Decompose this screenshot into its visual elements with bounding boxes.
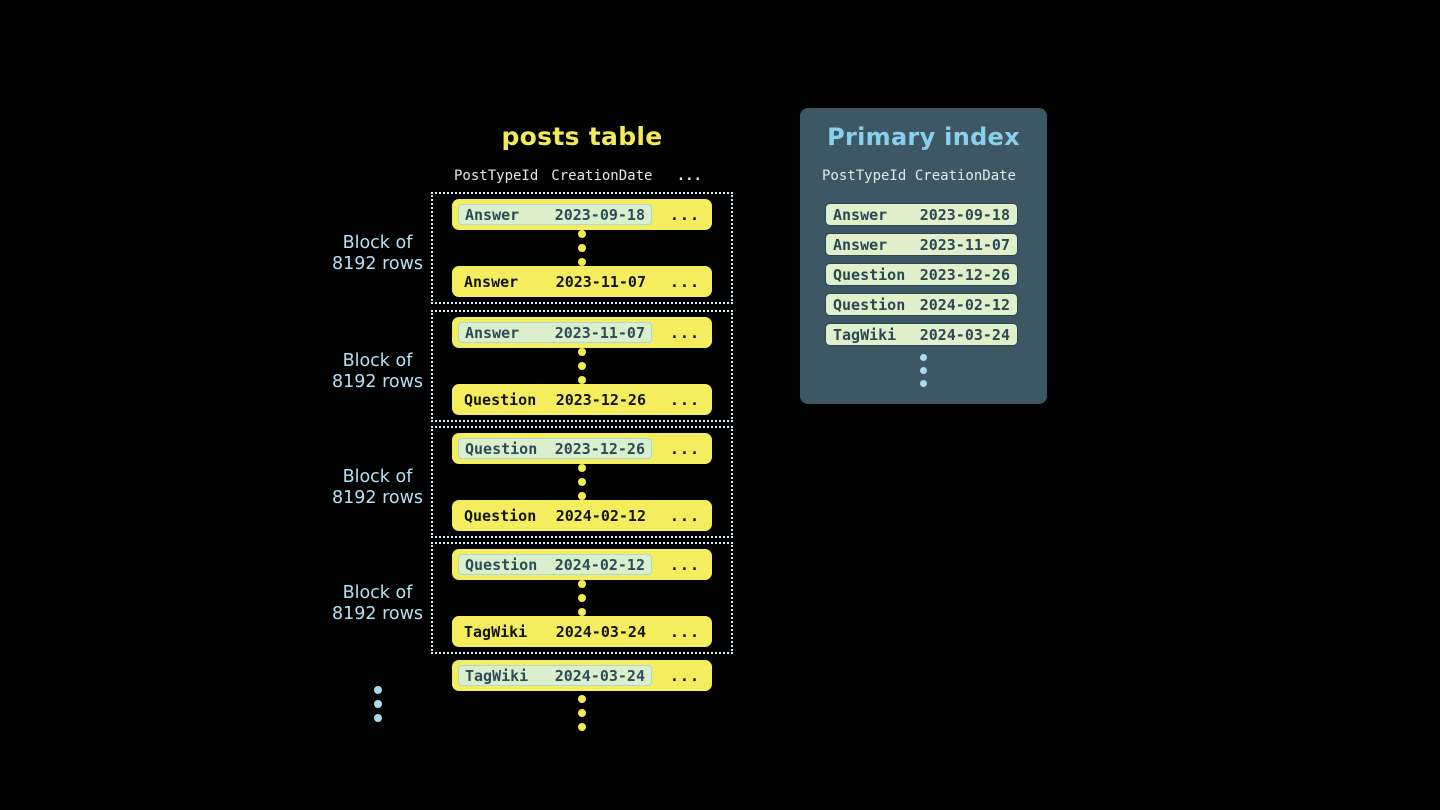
block-label-line1: Block of bbox=[342, 467, 413, 487]
row-posttype: TagWiki bbox=[833, 325, 897, 344]
block-label-line1: Block of bbox=[342, 583, 413, 603]
row-more-ellipsis: ... bbox=[669, 439, 700, 458]
index-row: Answer 2023-09-18 bbox=[825, 203, 1018, 226]
primary-index-panel: Primary index PostTypeId CreationDate An… bbox=[800, 108, 1047, 404]
rows-continuation-dots bbox=[578, 230, 586, 266]
row-more-ellipsis: ... bbox=[669, 622, 700, 641]
row-posttype: Answer bbox=[465, 323, 520, 342]
primary-index-title: Primary index bbox=[827, 123, 1020, 151]
row-more-ellipsis: ... bbox=[669, 323, 700, 342]
row-values-highlighted: Answer 2023-09-18 bbox=[458, 204, 652, 225]
table-row: Answer 2023-11-07 ... bbox=[452, 266, 712, 297]
row-values: Question 2024-02-12 bbox=[458, 505, 652, 526]
row-posttype: Answer bbox=[464, 272, 519, 291]
row-date: 2024-02-12 bbox=[555, 506, 646, 525]
table-continuation-dots bbox=[431, 695, 733, 731]
row-date: 2023-12-26 bbox=[919, 265, 1010, 284]
posts-table-title: posts table bbox=[501, 122, 663, 151]
table-row-tail: TagWiki 2024-03-24 ... bbox=[452, 660, 712, 691]
row-posttype: Answer bbox=[833, 205, 888, 224]
table-row: Answer 2023-11-07 ... bbox=[452, 317, 712, 348]
rows-continuation-dots bbox=[578, 580, 586, 616]
row-date: 2023-12-26 bbox=[555, 390, 646, 409]
row-more-ellipsis: ... bbox=[669, 272, 700, 291]
row-date: 2023-09-18 bbox=[554, 205, 645, 224]
row-posttype: Question bbox=[465, 439, 538, 458]
block-label-4: Block of 8192 rows bbox=[305, 583, 450, 625]
block-label-3: Block of 8192 rows bbox=[305, 467, 450, 509]
row-date: 2023-11-07 bbox=[555, 272, 646, 291]
index-row: Answer 2023-11-07 bbox=[825, 233, 1018, 256]
block-label-line1: Block of bbox=[342, 351, 413, 371]
row-posttype: Question bbox=[464, 506, 537, 525]
block-label-line2: 8192 rows bbox=[331, 372, 424, 392]
row-posttype: Question bbox=[833, 265, 906, 284]
block-label-line2: 8192 rows bbox=[331, 488, 424, 508]
posts-table-column-headers: PostTypeId CreationDate ... bbox=[452, 167, 712, 185]
column-header-creationdate: CreationDate bbox=[551, 168, 653, 184]
block-label-2: Block of 8192 rows bbox=[305, 351, 450, 393]
row-posttype: TagWiki bbox=[465, 666, 529, 685]
block-label-1: Block of 8192 rows bbox=[305, 233, 450, 275]
index-row: Question 2024-02-12 bbox=[825, 293, 1018, 316]
block-label-line1: Block of bbox=[342, 233, 413, 253]
table-row: Question 2023-12-26 ... bbox=[452, 433, 712, 464]
table-row: TagWiki 2024-03-24 ... bbox=[452, 616, 712, 647]
index-row: TagWiki 2024-03-24 bbox=[825, 323, 1018, 346]
row-date: 2023-09-18 bbox=[919, 205, 1010, 224]
row-values-highlighted: Question 2024-02-12 bbox=[458, 554, 652, 575]
row-posttype: Answer bbox=[465, 205, 520, 224]
row-values-highlighted: Answer 2023-11-07 bbox=[458, 322, 652, 343]
block-label-line2: 8192 rows bbox=[331, 604, 424, 624]
block-label-line2: 8192 rows bbox=[331, 254, 424, 274]
row-posttype: Answer bbox=[833, 235, 888, 254]
row-block-1: Answer 2023-09-18 ... Answer 2023-11-07 … bbox=[431, 192, 733, 304]
row-block-2: Answer 2023-11-07 ... Question 2023-12-2… bbox=[431, 310, 733, 422]
rows-continuation-dots bbox=[578, 464, 586, 500]
table-row: Question 2024-02-12 ... bbox=[452, 549, 712, 580]
row-date: 2024-03-24 bbox=[555, 622, 646, 641]
row-date: 2023-11-07 bbox=[919, 235, 1010, 254]
row-more-ellipsis: ... bbox=[669, 555, 700, 574]
row-values: Answer 2023-11-07 bbox=[458, 271, 652, 292]
table-row: Answer 2023-09-18 ... bbox=[452, 199, 712, 230]
table-row: Question 2024-02-12 ... bbox=[452, 500, 712, 531]
row-values: TagWiki 2024-03-24 bbox=[458, 621, 652, 642]
row-values-highlighted: TagWiki 2024-03-24 bbox=[458, 665, 652, 686]
row-posttype: Question bbox=[465, 555, 538, 574]
row-date: 2024-03-24 bbox=[554, 666, 645, 685]
column-header-posttypeid: PostTypeId bbox=[822, 168, 907, 184]
row-posttype: TagWiki bbox=[464, 622, 528, 641]
row-posttype: Question bbox=[464, 390, 537, 409]
row-more-ellipsis: ... bbox=[669, 506, 700, 525]
row-more-ellipsis: ... bbox=[669, 666, 700, 685]
row-values-highlighted: Question 2023-12-26 bbox=[458, 438, 652, 459]
row-date: 2023-11-07 bbox=[554, 323, 645, 342]
blocks-continuation-dots bbox=[305, 686, 450, 722]
column-header-more: ... bbox=[676, 168, 702, 184]
primary-index-column-headers: PostTypeId CreationDate bbox=[822, 168, 1016, 184]
row-date: 2024-02-12 bbox=[554, 555, 645, 574]
row-date: 2024-02-12 bbox=[919, 295, 1010, 314]
row-block-4: Question 2024-02-12 ... TagWiki 2024-03-… bbox=[431, 542, 733, 654]
row-block-3: Question 2023-12-26 ... Question 2024-02… bbox=[431, 426, 733, 538]
row-more-ellipsis: ... bbox=[669, 390, 700, 409]
row-date: 2023-12-26 bbox=[554, 439, 645, 458]
table-row: Question 2023-12-26 ... bbox=[452, 384, 712, 415]
row-more-ellipsis: ... bbox=[669, 205, 700, 224]
row-values: Question 2023-12-26 bbox=[458, 389, 652, 410]
primary-index-rows: Answer 2023-09-18 Answer 2023-11-07 Ques… bbox=[825, 203, 1018, 353]
index-continuation-dots bbox=[800, 354, 1047, 387]
rows-continuation-dots bbox=[578, 348, 586, 384]
index-row: Question 2023-12-26 bbox=[825, 263, 1018, 286]
column-header-posttypeid: PostTypeId bbox=[454, 168, 539, 184]
row-date: 2024-03-24 bbox=[919, 325, 1010, 344]
row-posttype: Question bbox=[833, 295, 906, 314]
column-header-creationdate: CreationDate bbox=[914, 168, 1016, 184]
